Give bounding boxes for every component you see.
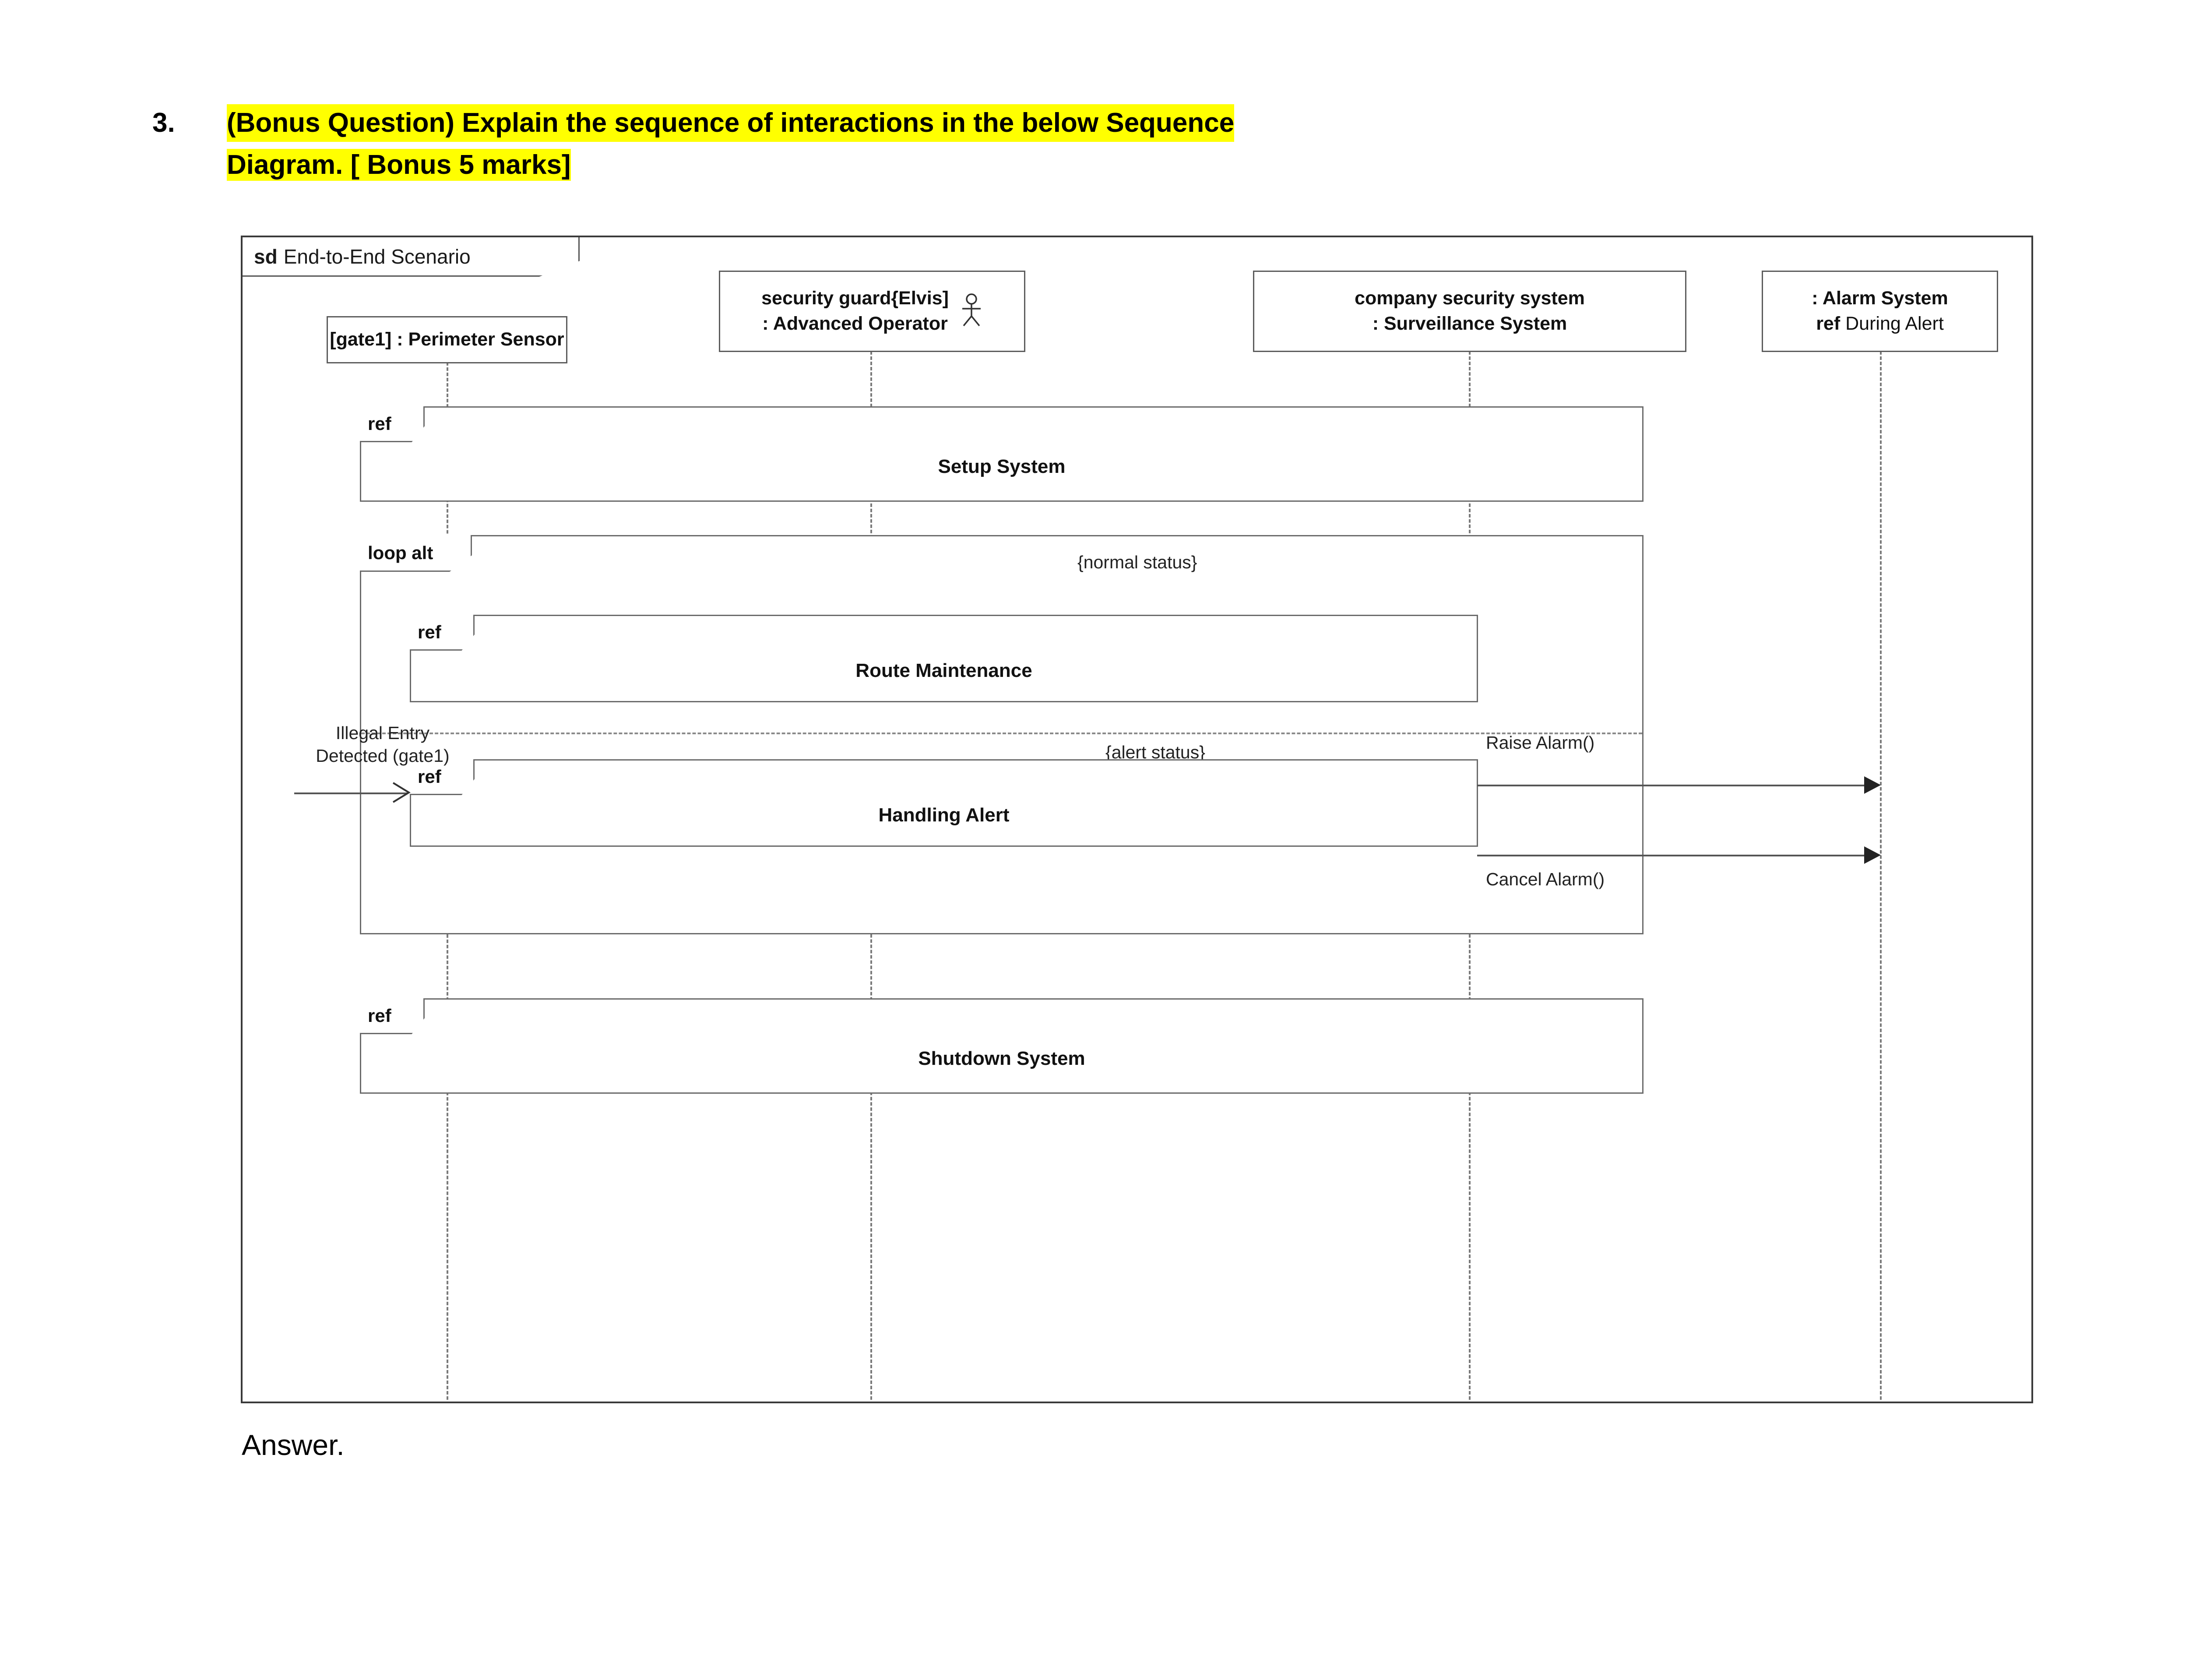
question-line-1: 3. (Bonus Question) Explain the sequence… (152, 104, 2079, 142)
message-arrowhead-cancel-alarm (1864, 846, 1881, 864)
question-line-2: Diagram. [ Bonus 5 marks] (227, 147, 2079, 183)
frame-keyword: sd (254, 245, 278, 268)
lifeline-head-surveillance-system[interactable]: company security system : Surveillance S… (1253, 271, 1686, 352)
frame-name: End-to-End Scenario (283, 245, 471, 268)
fragment-tag-label: ref (418, 766, 441, 787)
fragment-tag-label: ref (418, 621, 441, 642)
lifeline-head-label: security guard{Elvis] : Advanced Operato… (761, 288, 949, 334)
fragment-tag: loop alt (360, 535, 472, 572)
ref-fragment-shutdown-system[interactable]: ref Shutdown System (360, 998, 1644, 1094)
alarm-system-name: : Alarm System (1812, 288, 1948, 309)
actor-icon (960, 293, 983, 330)
lifeline-head-alarm-system[interactable]: : Alarm System ref During Alert (1762, 271, 1998, 352)
loop-alt-fragment[interactable]: loop alt {normal status} {alert status} (360, 535, 1644, 934)
alt-operand-divider (361, 733, 1642, 734)
fragment-title: Route Maintenance (855, 660, 1032, 681)
lifeline-head-label: [gate1] : Perimeter Sensor (330, 329, 564, 350)
message-label-cancel-alarm: Cancel Alarm() (1486, 869, 1605, 889)
fragment-tag: ref (410, 615, 475, 651)
fragment-title: Shutdown System (918, 1048, 1085, 1069)
question-text-line1: (Bonus Question) Explain the sequence of… (227, 104, 1235, 142)
guard-normal-status: {normal status} (1077, 552, 1197, 572)
fragment-tag: ref (360, 406, 425, 442)
fragment-tag: ref (410, 759, 475, 795)
fragment-tag: ref (360, 998, 425, 1034)
fragment-tag-label: ref (368, 1005, 391, 1026)
message-line-cancel-alarm (1477, 855, 1865, 856)
message-arrowhead-open (391, 781, 411, 803)
message-line-raise-alarm (1477, 785, 1865, 786)
question-block: 3. (Bonus Question) Explain the sequence… (152, 104, 2079, 183)
answer-label: Answer. (242, 1429, 345, 1461)
ref-fragment-setup-system[interactable]: ref Setup System (360, 406, 1644, 502)
message-arrowhead-raise-alarm (1864, 776, 1881, 794)
ref-fragment-route-maintenance[interactable]: ref Route Maintenance (410, 615, 1478, 702)
alarm-ref-keyword: ref (1816, 313, 1841, 334)
fragment-tag-label: loop alt (368, 542, 433, 563)
lifeline-alarm-system (1880, 351, 1882, 1400)
message-label-illegal-entry: Illegal Entry Detected (gate1) (316, 723, 450, 766)
lifeline-head-label: company security system : Surveillance S… (1355, 288, 1585, 334)
lifeline-head-perimeter-sensor[interactable]: [gate1] : Perimeter Sensor (327, 316, 567, 363)
frame-name-tag: sd End-to-End Scenario (243, 237, 580, 277)
ref-fragment-handling-alert[interactable]: ref Handling Alert (410, 759, 1478, 847)
question-text-line2: Diagram. [ Bonus 5 marks] (227, 148, 571, 181)
question-number: 3. (152, 108, 175, 138)
guard-alert-status: {alert status} (1105, 742, 1205, 762)
fragment-tag-label: ref (368, 413, 391, 434)
fragment-title: Setup System (938, 456, 1066, 477)
alarm-ref-name: During Alert (1845, 313, 1944, 334)
fragment-title: Handling Alert (878, 804, 1010, 826)
message-label-raise-alarm: Raise Alarm() (1486, 733, 1595, 753)
sequence-diagram-frame: sd End-to-End Scenario [gate1] : Perimet… (241, 236, 2033, 1403)
lifeline-head-security-guard[interactable]: security guard{Elvis] : Advanced Operato… (719, 271, 1025, 352)
lifeline-head-label: : Alarm System ref During Alert (1812, 286, 1948, 336)
message-line-illegal-entry (294, 792, 408, 794)
